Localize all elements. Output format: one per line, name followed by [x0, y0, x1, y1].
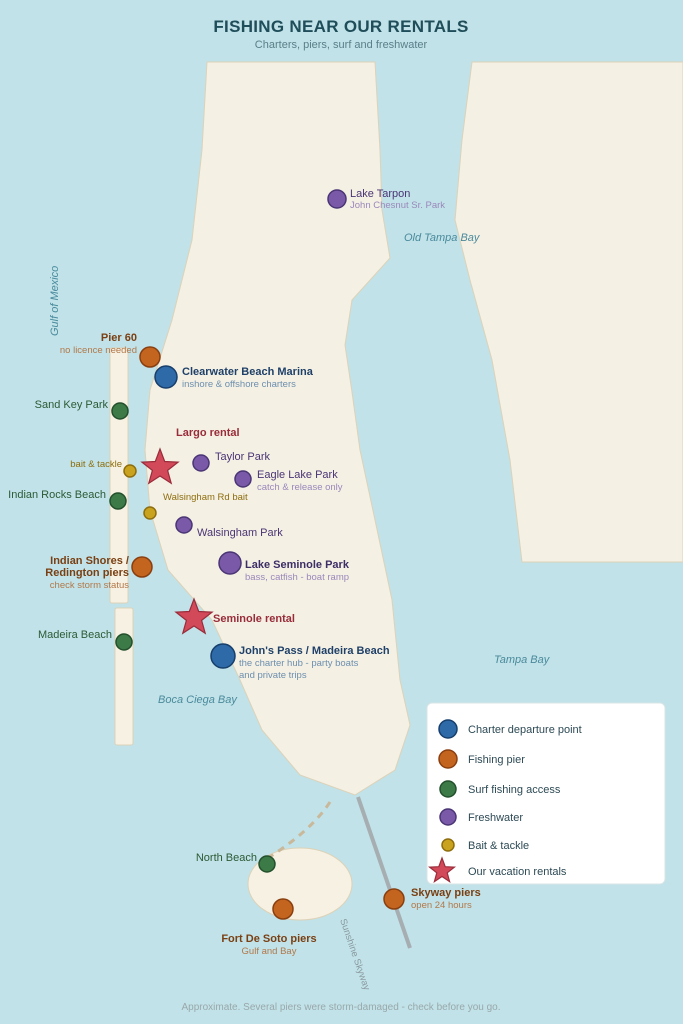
johns-pass-note-2: and private trips	[239, 670, 307, 681]
johns-pass-label: John's Pass / Madeira Beach	[239, 645, 390, 657]
footnote: Approximate. Several piers were storm-da…	[181, 1002, 500, 1013]
sand-key-marker[interactable]	[111, 402, 129, 420]
gulf-of-mexico-label: Gulf of Mexico	[49, 266, 61, 336]
legend-bait-swatch	[441, 838, 455, 852]
legend-surf-swatch	[439, 780, 457, 798]
indian-shores-note: check storm status	[50, 580, 129, 591]
clearwater-marina-label: Clearwater Beach Marina	[182, 366, 314, 378]
eagle-lake-label: Eagle Lake Park	[257, 469, 338, 481]
seminole-rental-label: Seminole rental	[213, 613, 295, 625]
indian-rocks-marker[interactable]	[109, 492, 127, 510]
lake-seminole-label: Lake Seminole Park	[245, 559, 350, 571]
skyway-piers-label: Skyway piers	[411, 887, 481, 899]
legend-bait-label: Bait & tackle	[468, 840, 529, 852]
johns-pass-note-1: the charter hub - party boats	[239, 658, 359, 669]
map-subtitle: Charters, piers, surf and freshwater	[255, 39, 428, 51]
sand-key-label: Sand Key Park	[35, 399, 109, 411]
sunshine-skyway	[356, 796, 412, 949]
eagle-lake-marker[interactable]	[234, 470, 252, 488]
bait-tackle-label: bait & tackle	[70, 459, 122, 470]
legend-charter-label: Charter departure point	[468, 724, 582, 736]
johns-pass-marker[interactable]	[210, 643, 236, 669]
indian-shores-label-1: Indian Shores /	[50, 555, 129, 567]
skyway-piers-marker[interactable]	[383, 888, 405, 910]
walsingham-park-label: Walsingham Park	[197, 527, 283, 539]
boca-ciega-bay-label: Boca Ciega Bay	[158, 694, 238, 706]
taylor-park-label: Taylor Park	[215, 451, 271, 463]
map-title: FISHING NEAR OUR RENTALS	[213, 17, 468, 36]
lake-tarpon-marker[interactable]	[327, 189, 347, 209]
indian-shores-label-2: Redington piers	[45, 567, 129, 579]
legend-freshwater-label: Freshwater	[468, 812, 523, 824]
north-beach-label: North Beach	[196, 852, 257, 864]
fort-de-soto-note: Gulf and Bay	[242, 946, 297, 957]
walsingham-bait-marker[interactable]	[143, 506, 157, 520]
seminole-rental-star[interactable]	[174, 597, 214, 635]
legend: Charter departure point Fishing pier Sur…	[426, 702, 666, 885]
barrier-island-south	[114, 607, 134, 746]
bait-tackle-marker[interactable]	[123, 464, 137, 478]
pier-60-marker[interactable]	[139, 346, 161, 368]
clearwater-marina-marker[interactable]	[154, 365, 178, 389]
lake-tarpon-note: John Chesnut Sr. Park	[350, 200, 445, 211]
north-beach-marker[interactable]	[258, 855, 276, 873]
clearwater-marina-note: inshore & offshore charters	[182, 379, 296, 390]
indian-rocks-label: Indian Rocks Beach	[8, 489, 106, 501]
legend-charter-swatch	[438, 719, 458, 739]
legend-freshwater-swatch	[439, 808, 457, 826]
tampa-landmass	[454, 61, 683, 563]
legend-pier-label: Fishing pier	[468, 754, 525, 766]
largo-rental-label: Largo rental	[176, 427, 240, 439]
madeira-beach-marker[interactable]	[115, 633, 133, 651]
pier-60-note: no licence needed	[60, 345, 137, 356]
taylor-park-marker[interactable]	[192, 454, 210, 472]
skyway-piers-note: open 24 hours	[411, 900, 472, 911]
indian-shores-marker[interactable]	[131, 556, 153, 578]
walsingham-park-marker[interactable]	[175, 516, 193, 534]
legend-surf-label: Surf fishing access	[468, 784, 561, 796]
fort-de-soto-label: Fort De Soto piers	[221, 933, 316, 945]
eagle-lake-note: catch & release only	[257, 482, 343, 493]
walsingham-bait-label: Walsingham Rd bait	[163, 492, 248, 503]
lake-seminole-note: bass, catfish - boat ramp	[245, 572, 349, 583]
legend-box	[426, 702, 666, 885]
lake-tarpon-label: Lake Tarpon	[350, 188, 410, 200]
lake-seminole-marker[interactable]	[218, 551, 242, 575]
legend-rental-swatch	[427, 856, 457, 883]
fort-de-soto-marker[interactable]	[272, 898, 294, 920]
old-tampa-bay-label: Old Tampa Bay	[404, 232, 481, 244]
madeira-beach-label: Madeira Beach	[38, 629, 112, 641]
legend-rental-label: Our vacation rentals	[468, 866, 567, 878]
tampa-bay-label: Tampa Bay	[494, 654, 551, 666]
legend-pier-swatch	[438, 749, 458, 769]
largo-rental-star[interactable]	[140, 447, 180, 485]
pier-60-label: Pier 60	[101, 332, 137, 344]
